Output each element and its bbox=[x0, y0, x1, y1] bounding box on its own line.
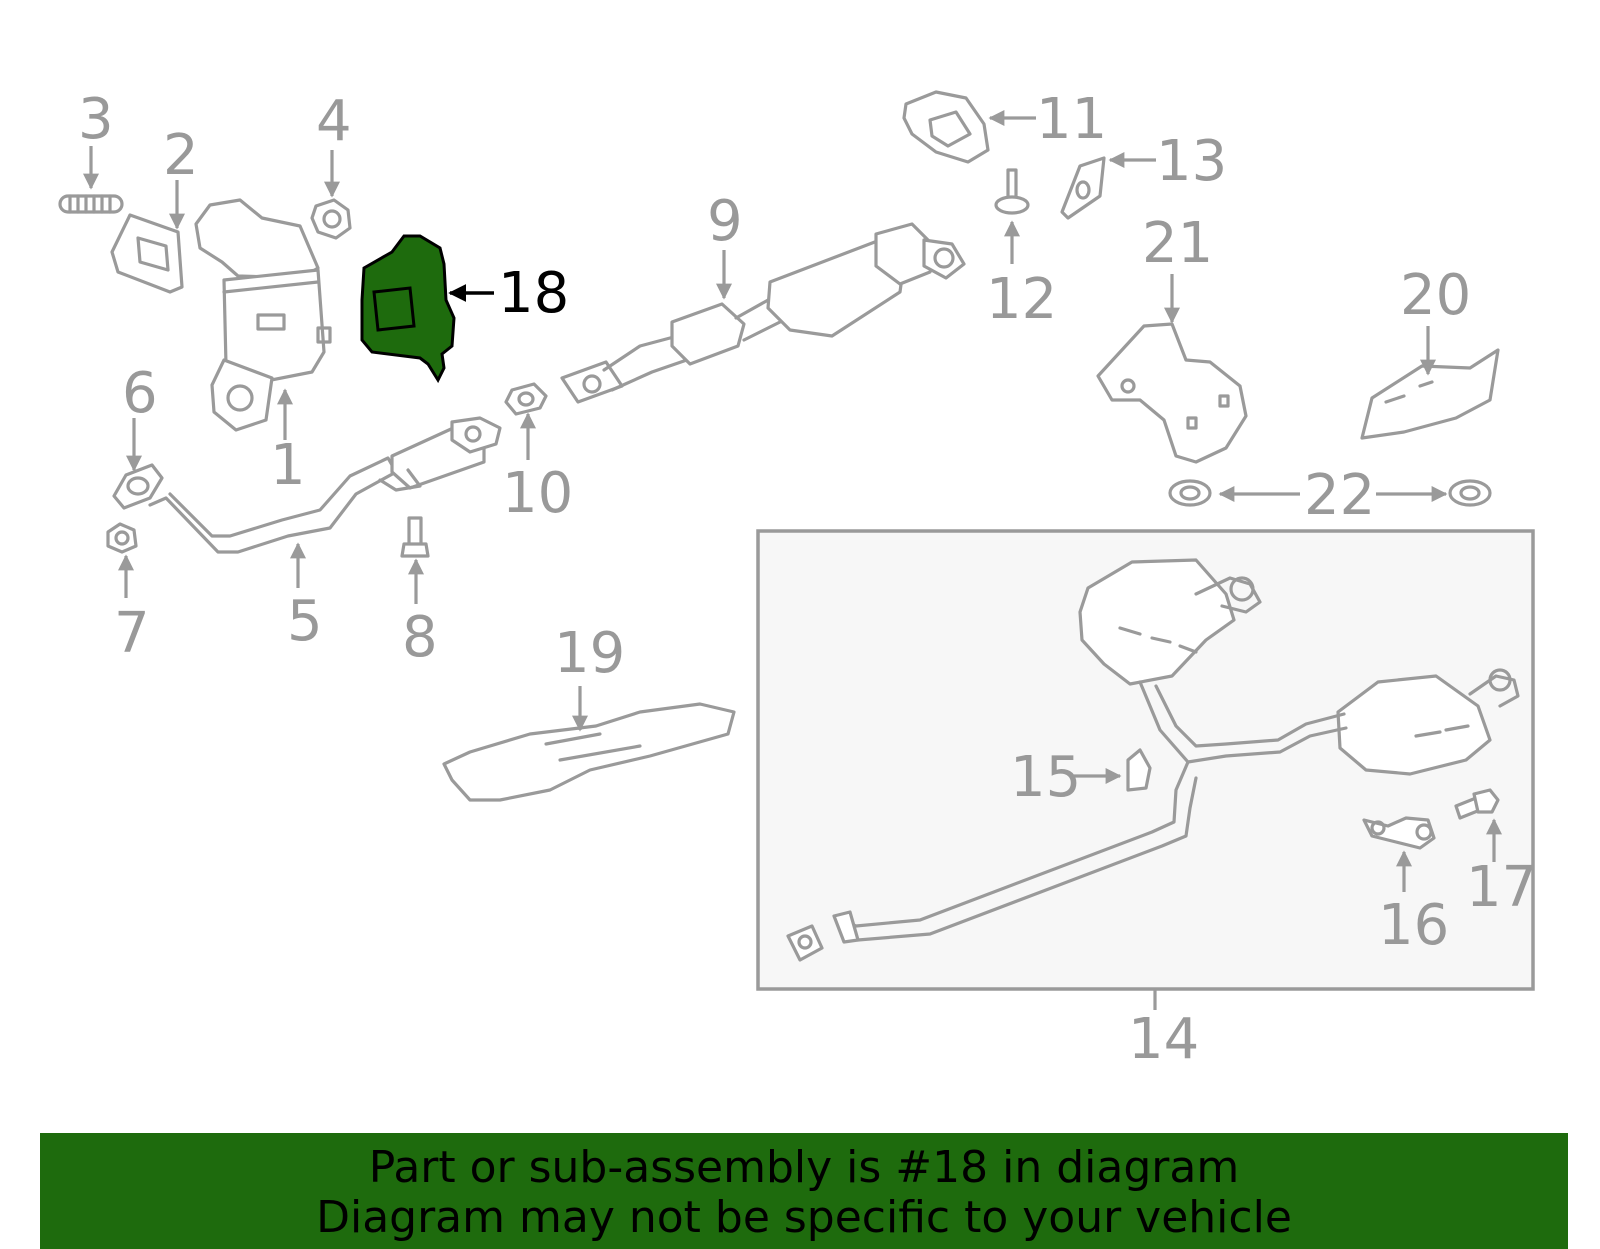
callout-11: 11 bbox=[1036, 87, 1107, 152]
callout-18-highlighted: 18 bbox=[498, 261, 569, 326]
part-14-muffler-assembly bbox=[786, 558, 1520, 962]
callout-19: 19 bbox=[554, 621, 625, 686]
part-18-heat-shield-highlighted bbox=[360, 234, 456, 384]
callout-21: 21 bbox=[1142, 211, 1213, 276]
callout-13: 13 bbox=[1156, 129, 1227, 194]
part-7-nut bbox=[106, 522, 138, 554]
callout-7: 7 bbox=[114, 601, 150, 666]
part-21-bracket bbox=[1096, 322, 1248, 464]
callout-1: 1 bbox=[270, 433, 306, 498]
part-22-nuts bbox=[1168, 479, 1492, 507]
part-17-bolt bbox=[1454, 788, 1500, 820]
part-11-heat-shield bbox=[902, 90, 990, 164]
callout-9: 9 bbox=[707, 189, 743, 254]
callout-4: 4 bbox=[316, 89, 352, 154]
callout-3: 3 bbox=[78, 87, 114, 152]
part-20-heat-shield bbox=[1360, 348, 1500, 440]
callout-20: 20 bbox=[1400, 263, 1471, 328]
callout-22: 22 bbox=[1304, 463, 1375, 528]
part-5-front-pipe bbox=[148, 416, 502, 554]
callout-8: 8 bbox=[402, 605, 438, 670]
callout-6: 6 bbox=[122, 361, 158, 426]
callout-15: 15 bbox=[1010, 745, 1081, 810]
part-6-gasket bbox=[112, 463, 164, 510]
banner-line-2: Diagram may not be specific to your vehi… bbox=[316, 1192, 1292, 1243]
callout-17: 17 bbox=[1466, 855, 1537, 920]
part-2-gasket bbox=[110, 213, 184, 294]
part-15-insulator bbox=[1126, 748, 1152, 792]
part-10-gasket bbox=[504, 382, 548, 416]
callout-14: 14 bbox=[1128, 1007, 1199, 1072]
part-4-nut bbox=[310, 198, 352, 240]
part-13-bracket bbox=[1060, 156, 1106, 220]
callout-2: 2 bbox=[163, 123, 199, 188]
callout-5: 5 bbox=[287, 589, 323, 654]
part-19-heat-shield bbox=[442, 702, 736, 802]
banner-line-1: Part or sub-assembly is #18 in diagram bbox=[368, 1142, 1240, 1193]
part-3-stud bbox=[58, 194, 124, 214]
part-1-catalytic-converter bbox=[194, 198, 332, 432]
callout-10: 10 bbox=[502, 461, 573, 526]
part-12-clip bbox=[994, 168, 1030, 215]
part-8-bolt bbox=[400, 516, 430, 558]
part-9-resonator-pipe bbox=[560, 222, 966, 404]
part-16-hanger bbox=[1362, 816, 1436, 850]
info-banner: Part or sub-assembly is #18 in diagram D… bbox=[40, 1133, 1568, 1249]
callout-16: 16 bbox=[1378, 893, 1449, 958]
callout-12: 12 bbox=[986, 267, 1057, 332]
